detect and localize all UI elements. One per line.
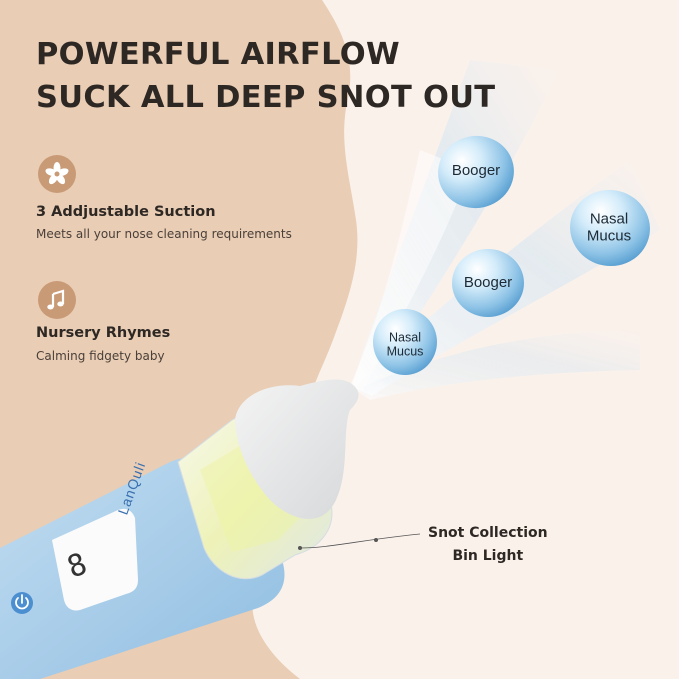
silicone-nozzle-tip: [235, 379, 359, 519]
bubble-label-nasal-mucus-right: Nasal Mucus: [586, 210, 632, 244]
feature-title-rhymes: Nursery Rhymes: [36, 325, 171, 341]
headline: POWERFUL AIRFLOW SUCK ALL DEEP SNOT OUT: [36, 33, 495, 119]
feature-desc-rhymes: Calming fidgety baby: [36, 349, 165, 363]
device-display-panel: [52, 508, 138, 611]
headline-line-2: SUCK ALL DEEP SNOT OUT: [36, 80, 496, 115]
callout-line-1: Snot Collection: [428, 525, 548, 541]
callout-line: [299, 533, 421, 549]
feature-title-suction: 3 Addjustable Suction: [36, 204, 216, 220]
nasal-mucus-bubble-right: [570, 189, 650, 267]
callout-line-2: Bin Light: [452, 548, 524, 564]
bubble-label-booger-top: Booger: [451, 161, 501, 179]
headline-line-1: POWERFUL AIRFLOW: [36, 37, 400, 72]
bubble-label-booger-middle: Booger: [463, 273, 513, 291]
bubble-label-nasal-mucus-small: Nasal Mucus: [386, 330, 424, 358]
bin-light-callout: Snot Collection Bin Light: [428, 522, 548, 568]
nasal-mucus-bubble-small: [373, 309, 437, 375]
music-note-icon: [38, 281, 76, 319]
booger-bubble-top: [438, 135, 514, 209]
booger-bubble-middle: [452, 249, 524, 317]
nasal-aspirator-device: 8: [0, 379, 421, 679]
feature-desc-suction: Meets all your nose cleaning requirement…: [36, 227, 292, 241]
fan-icon: [38, 155, 76, 193]
power-icon: [15, 597, 29, 610]
